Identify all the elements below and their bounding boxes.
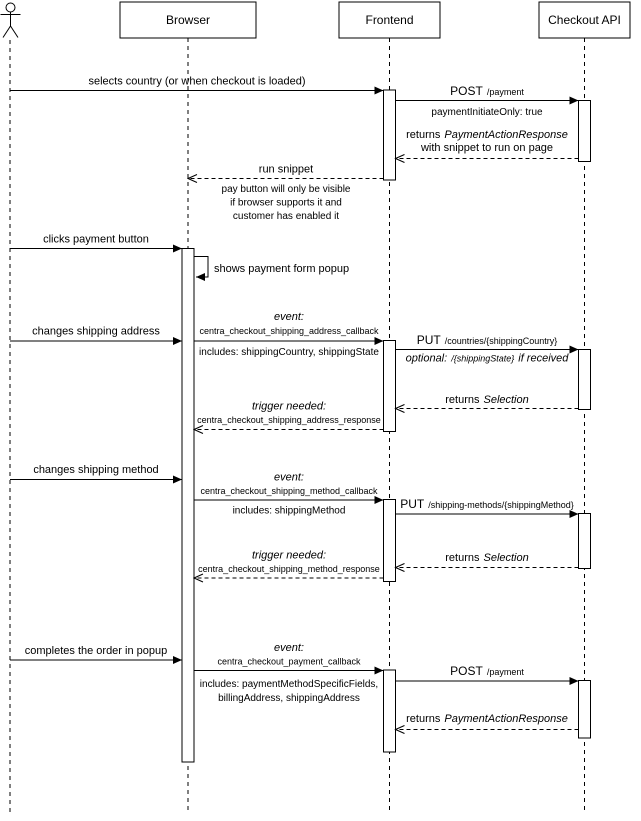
event-kind: event:	[274, 311, 304, 323]
message-label: PUT/shipping-methods/{shippingMethod}	[400, 497, 574, 511]
message-label-line2: with snippet to run on page	[420, 142, 553, 154]
http-verb: POST	[450, 664, 483, 678]
browser-activation	[181, 248, 195, 763]
checkout-api-activation-1	[578, 100, 591, 162]
message-label: run snippet	[259, 164, 313, 176]
frontend-activation-2	[383, 340, 396, 432]
note-line-3: customer has enabled it	[233, 211, 339, 222]
message-optional: optional:/{shippingState} if received	[406, 353, 570, 365]
returns-object: PaymentActionResponse	[444, 713, 568, 725]
http-verb: PUT	[417, 333, 442, 347]
returns-prefix: returns	[406, 129, 441, 141]
message-put-shipping-methods: PUT/shipping-methods/{shippingMethod}	[395, 497, 579, 518]
message-detail: paymentInitiateOnly: true	[431, 107, 543, 118]
checkout-api-activation-2	[578, 349, 591, 410]
optional-prefix: optional:	[406, 353, 448, 365]
optional-path: /{shippingState}	[450, 354, 514, 364]
message-shipping-address-trigger: trigger needed: centra_checkout_shipping…	[194, 401, 384, 430]
message-label: clicks payment button	[43, 234, 149, 246]
event-name: centra_checkout_shipping_method_callback	[200, 486, 378, 496]
event-name: centra_checkout_shipping_address_callbac…	[199, 326, 379, 336]
message-run-snippet: run snippet pay button will only be visi…	[188, 164, 384, 222]
trigger-kind: trigger needed:	[252, 401, 326, 413]
returns-prefix: returns	[445, 394, 480, 406]
note-line-1: pay button will only be visible	[222, 184, 351, 195]
trigger-name: centra_checkout_shipping_address_respons…	[197, 415, 381, 425]
message-label: selects country (or when checkout is loa…	[88, 76, 305, 88]
browser-participant-label: Browser	[166, 13, 210, 27]
message-label: shows payment form popup	[214, 263, 349, 275]
message-clicks-payment-button: clicks payment button	[10, 234, 182, 253]
frontend-activation-3	[383, 499, 396, 582]
message-shipping-method-event: event: centra_checkout_shipping_method_c…	[194, 472, 384, 517]
event-includes: includes: shippingMethod	[233, 506, 346, 517]
message-shipping-address-event: event: centra_checkout_shipping_address_…	[194, 311, 384, 358]
message-shows-payment-form-popup: shows payment form popup	[194, 256, 349, 281]
http-verb: PUT	[400, 497, 425, 511]
message-selects-country: selects country (or when checkout is loa…	[10, 76, 384, 95]
optional-suffix: if received	[518, 353, 569, 365]
returns-object: Selection	[483, 394, 528, 406]
message-label: POST/payment	[450, 84, 524, 98]
http-verb: POST	[450, 84, 483, 98]
returns-object: PaymentActionResponse	[444, 129, 568, 141]
event-kind: event:	[274, 472, 304, 484]
trigger-name: centra_checkout_shipping_method_response	[198, 564, 380, 574]
http-path: /payment	[487, 87, 525, 97]
message-shipping-method-trigger: trigger needed: centra_checkout_shipping…	[194, 550, 384, 579]
message-label: POST/payment	[450, 664, 524, 678]
message-completes-order: completes the order in popup	[10, 645, 182, 664]
http-path: /shipping-methods/{shippingMethod}	[428, 500, 574, 510]
actor-head	[5, 2, 16, 13]
message-changes-shipping-method: changes shipping method	[10, 464, 182, 484]
message-put-countries: PUT/countries/{shippingCountry} optional…	[395, 333, 579, 365]
message-payment-event: event: centra_checkout_payment_callback …	[194, 642, 384, 704]
message-label: changes shipping address	[32, 326, 160, 338]
event-kind: event:	[274, 642, 304, 654]
frontend-participant-label: Frontend	[365, 13, 413, 27]
self-message-line	[194, 256, 209, 281]
http-path: /countries/{shippingCountry}	[445, 336, 558, 346]
message-post-payment-initiate: POST/payment paymentInitiateOnly: true	[395, 84, 579, 118]
checkout-api-activation-3	[578, 513, 591, 569]
note-line-2: if browser supports it and	[230, 198, 342, 209]
event-includes-line1: includes: paymentMethodSpecificFields,	[200, 679, 378, 690]
message-label: completes the order in popup	[25, 645, 167, 657]
browser-participant-box	[119, 1, 257, 39]
event-name: centra_checkout_payment_callback	[217, 657, 361, 667]
returns-prefix: returns	[406, 713, 441, 725]
trigger-kind: trigger needed:	[252, 550, 326, 562]
actor-leg-left	[2, 25, 11, 38]
actor-leg-right	[10, 25, 19, 38]
checkout-api-participant-box	[538, 1, 631, 39]
frontend-activation-1	[383, 89, 396, 181]
event-includes-line2: billingAddress, shippingAddress	[218, 693, 360, 704]
actor	[0, 2, 21, 38]
message-changes-shipping-address: changes shipping address	[10, 326, 182, 345]
message-label: changes shipping method	[33, 464, 158, 476]
http-path: /payment	[487, 667, 525, 677]
message-post-payment-final: POST/payment	[395, 664, 579, 685]
message-label: PUT/countries/{shippingCountry}	[417, 333, 558, 347]
checkout-api-activation-4	[578, 680, 591, 739]
returns-prefix: returns	[445, 552, 480, 564]
checkout-api-participant-label: Checkout API	[548, 13, 621, 27]
frontend-activation-4	[383, 669, 396, 753]
returns-object: Selection	[483, 552, 528, 564]
event-includes: includes: shippingCountry, shippingState	[199, 347, 379, 358]
frontend-participant-box	[338, 1, 441, 39]
